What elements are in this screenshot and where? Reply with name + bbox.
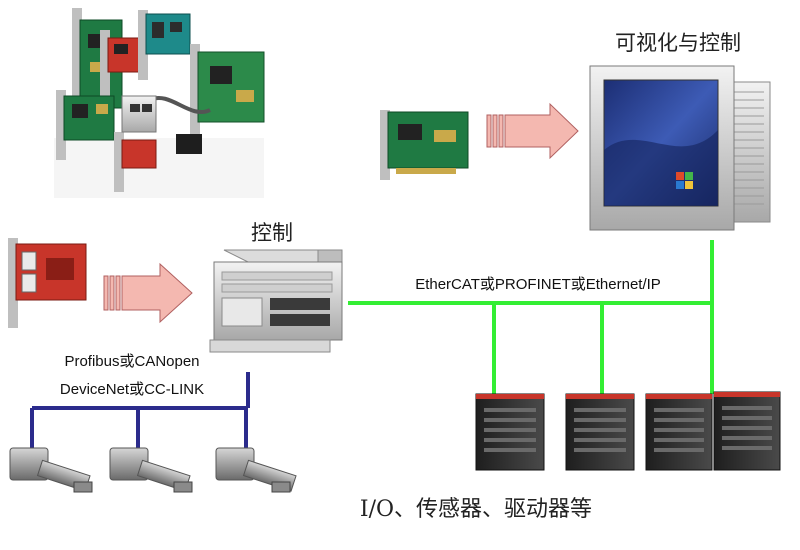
pci-card-small-red <box>114 132 157 192</box>
control-label: 控制 <box>251 221 293 245</box>
arrow-to-hmi <box>486 102 579 160</box>
io-module-1 <box>475 393 545 471</box>
network-cards-collage <box>54 8 265 198</box>
io-module-4 <box>713 391 781 471</box>
arrow-to-controller <box>103 262 193 324</box>
io-devices-label: I/O、传感器、驱动器等 <box>360 497 592 522</box>
fieldbus-label-line1: Profibus或CANopen <box>64 353 199 370</box>
pci-card-grey <box>121 95 157 133</box>
io-module-2 <box>565 393 635 471</box>
fieldbus-label-line2: DeviceNet或CC-LINK <box>60 381 204 398</box>
linear-actuator-1 <box>9 447 93 493</box>
control-interface-card <box>8 238 87 328</box>
ethernet-bus <box>348 240 714 394</box>
industrial-pc <box>209 249 343 353</box>
io-module-3 <box>645 393 713 471</box>
visualization-label: 可视化与控制 <box>615 31 741 55</box>
pci-card-lower <box>56 90 115 160</box>
linear-actuator-2 <box>109 447 193 493</box>
hmi-interface-card <box>380 110 469 180</box>
pci-card-teal <box>138 10 191 80</box>
fieldbus <box>30 372 250 448</box>
hmi-monitor <box>589 65 771 231</box>
pci-card-large <box>149 44 265 154</box>
ethernet-bus-label: EtherCAT或PROFINET或Ethernet/IP <box>415 276 661 293</box>
linear-actuator-3 <box>215 447 297 493</box>
